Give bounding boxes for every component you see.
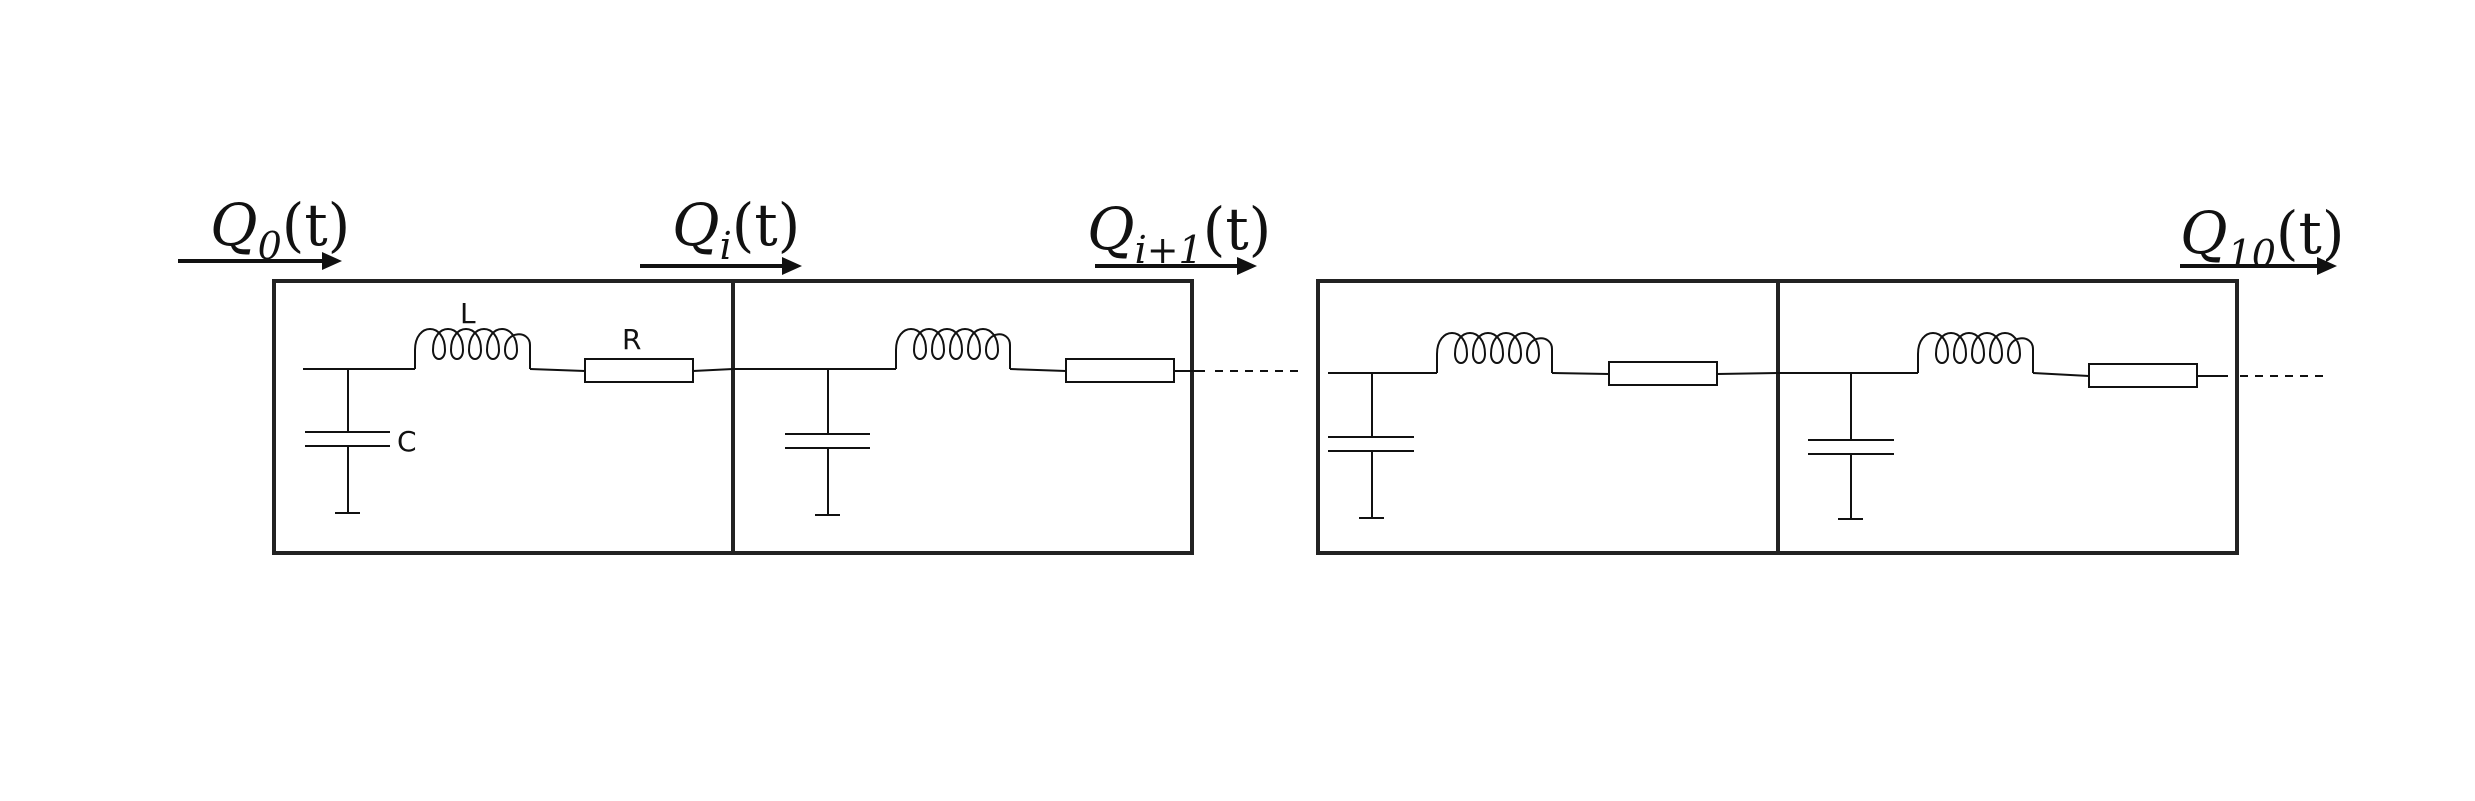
flow-subscript: i [719, 224, 732, 268]
flow-arrows [178, 252, 2337, 275]
resistor-label: R [622, 323, 642, 356]
inductor-coil [895, 328, 1011, 369]
flow-argument: (t) [731, 191, 801, 259]
continuation-dashes [1215, 370, 2330, 377]
flow-argument: (t) [281, 191, 351, 259]
flow-symbol: Q [2180, 199, 2228, 267]
segment-boxes [272, 279, 2239, 555]
circuit-unit-4 [1778, 332, 2228, 520]
flow-subscript: i+1 [1134, 228, 1203, 272]
resistor [1065, 358, 1175, 383]
flow-symbol: Q [210, 191, 258, 259]
flow-argument: (t) [2275, 199, 2345, 267]
circuit-unit-1 [303, 328, 734, 514]
segment-box-3 [1316, 279, 1780, 555]
inductor-coil [414, 328, 531, 369]
inductor-coil [1436, 332, 1553, 373]
inductor-coil [1917, 332, 2034, 373]
circuit-unit-3 [1328, 332, 1779, 519]
flow-label-q10: Q10(t) [2180, 204, 2345, 273]
flow-symbol: Q [1087, 195, 1135, 263]
flow-label-qi1: Qi+1(t) [1087, 200, 1271, 269]
flow-label-qi: Qi(t) [672, 196, 800, 265]
inductor-label: L [460, 297, 476, 330]
flow-symbol: Q [672, 191, 720, 259]
resistor [584, 358, 694, 383]
resistor [2088, 363, 2198, 388]
capacitor-label: C [397, 425, 417, 458]
resistor [1608, 361, 1718, 386]
segment-box-4 [1776, 279, 2239, 555]
circuit-unit-2 [733, 328, 1205, 516]
flow-subscript: 10 [2227, 232, 2276, 276]
flow-subscript: 0 [257, 224, 282, 268]
flow-argument: (t) [1202, 195, 1272, 263]
segment-box-2 [731, 279, 1194, 555]
flow-label-q0: Q0(t) [210, 196, 350, 265]
